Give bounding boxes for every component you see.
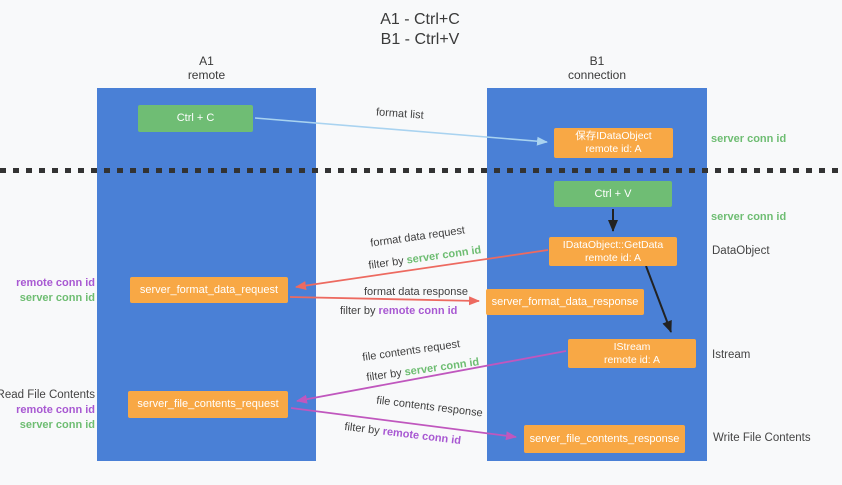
lane-header-left: A1 remote (97, 54, 316, 82)
node-ctrl-c: Ctrl + C (138, 105, 253, 132)
arrow-format-data-response (289, 296, 480, 306)
label-filter-by-remote-1: filter by remote conn id (340, 305, 457, 317)
annotation-write-file-contents: Write File Contents (713, 432, 811, 444)
node-idataobject-getdata: IDataObject::GetData remote id: A (549, 237, 677, 266)
annotation-dataobject: DataObject (712, 245, 770, 257)
lane-right-subtitle: connection (567, 68, 627, 82)
annotation-istream: Istream (712, 349, 751, 361)
node-save-dataobject-line1: 保存IDataObject (575, 130, 652, 142)
node-getdata-line1: IDataObject::GetData (562, 238, 664, 251)
filter-by-text: filter by (340, 305, 376, 317)
arrow-format-list (254, 117, 548, 146)
node-server-file-contents-request: server_file_contents_request (128, 391, 288, 418)
annotation-remote-conn-id-top: remote conn id (16, 277, 95, 289)
node-server-format-data-response: server_format_data_response (486, 289, 644, 315)
title-line-2: B1 - Ctrl+V (380, 31, 460, 48)
annotation-server-conn-id-top: server conn id (711, 133, 787, 145)
lane-left-subtitle: remote (187, 68, 226, 82)
arrow-getdata-to-istream (645, 265, 672, 333)
annotation-left-bottom-block: Read File Contents remote conn id server… (0, 388, 95, 433)
lane-right-title: B1 (589, 54, 605, 68)
remote-conn-id-text: remote conn id (378, 305, 458, 317)
node-ctrl-v: Ctrl + V (554, 181, 672, 207)
lane-header-right: B1 connection (487, 54, 707, 82)
annotation-server-conn-id-top: server conn id (19, 292, 95, 304)
node-save-dataobject: 保存IDataObject remote id: A (554, 128, 673, 158)
arrow-file-contents-request (296, 350, 567, 404)
node-istream-line1: IStream (613, 340, 651, 353)
annotation-server-conn-id-mid: server conn id (711, 211, 787, 223)
node-getdata-line2: remote id: A (584, 251, 642, 264)
annotation-remote-conn-id-bottom: remote conn id (16, 404, 95, 416)
annotation-left-top-block: remote conn id server conn id (16, 276, 95, 306)
node-ctrl-c-label: Ctrl + C (176, 112, 215, 124)
lane-left-title: A1 (199, 54, 214, 68)
node-save-dataobject-line2: remote id: A (585, 143, 642, 155)
annotation-read-file-contents: Read File Contents (0, 389, 95, 401)
title-line-1: A1 - Ctrl+C (380, 11, 460, 28)
node-server-file-contents-response: server_file_contents_response (524, 425, 685, 453)
arrow-file-contents-response (290, 407, 517, 441)
label-format-data-response: format data response (364, 286, 468, 298)
arrow-format-data-request (295, 249, 549, 290)
annotation-server-conn-id-bottom: server conn id (19, 419, 95, 431)
node-istream: IStream remote id: A (568, 339, 696, 368)
node-file-response-label: server_file_contents_response (529, 432, 680, 445)
node-server-format-data-request: server_format_data_request (130, 277, 288, 303)
node-ctrl-v-label: Ctrl + V (594, 187, 632, 200)
diagram-title: A1 - Ctrl+C B1 - Ctrl+V (330, 10, 510, 50)
node-istream-line2: remote id: A (603, 353, 661, 366)
node-format-request-label: server_format_data_request (139, 283, 279, 296)
dashed-separator-line (0, 168, 842, 173)
node-file-request-label: server_file_contents_request (137, 398, 279, 410)
node-format-response-label: server_format_data_response (491, 295, 639, 308)
